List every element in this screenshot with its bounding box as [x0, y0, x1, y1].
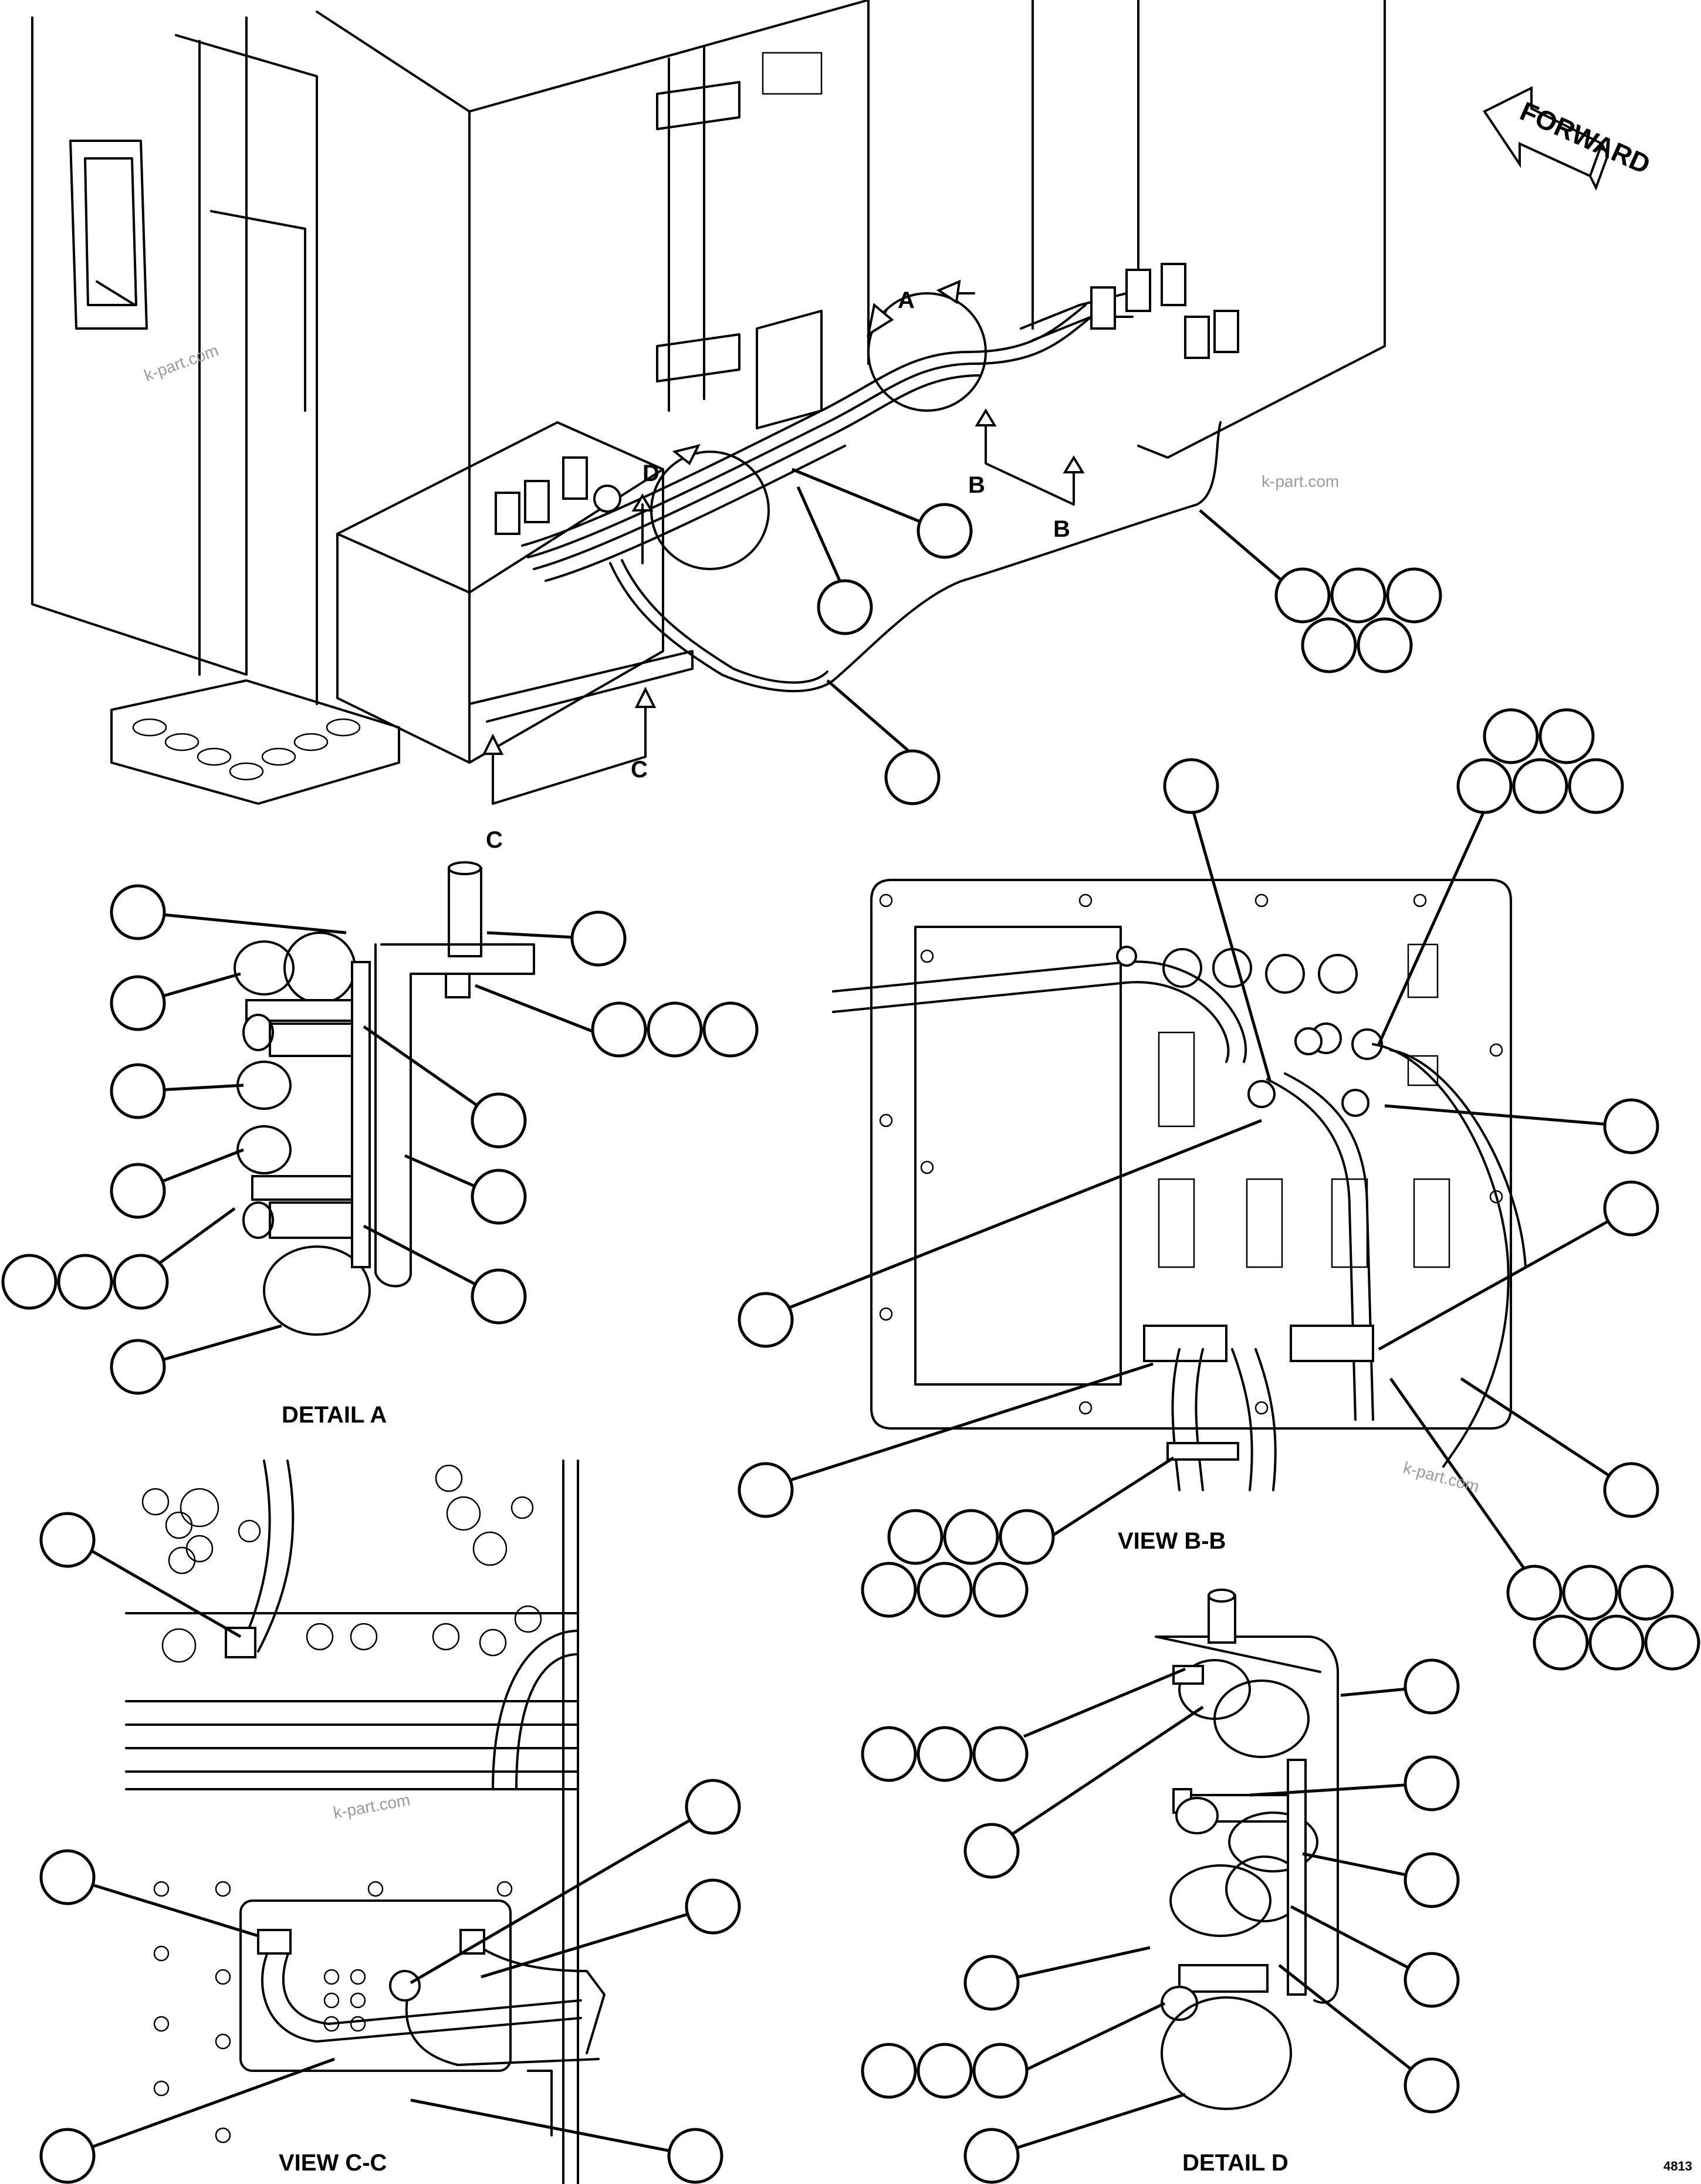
caption-view-b-b: VIEW B-B	[1118, 1528, 1226, 1554]
view-b-callouts	[738, 708, 1700, 1671]
caption-detail-a: DETAIL A	[282, 1402, 387, 1428]
detail-d: DETAIL D	[861, 1589, 1460, 2184]
section-marker-b-right: B	[1053, 516, 1070, 542]
detail-d-callouts	[861, 1658, 1460, 2184]
detail-a-callouts	[1, 884, 759, 1395]
section-marker-c-left: C	[486, 827, 503, 853]
c-lower-fasteners	[153, 1881, 513, 2144]
detail-d-circle	[650, 451, 770, 570]
view-c-c: VIEW C-C k-part.com	[39, 1460, 741, 2184]
watermark-main-1: k-part.com	[141, 341, 221, 384]
detail-a: DETAIL A	[1, 861, 759, 1428]
section-marker-d: D	[642, 460, 660, 486]
watermark-view-b: k-part.com	[1401, 1458, 1481, 1496]
forward-arrow: FORWARD	[1483, 86, 1655, 191]
main-assembly-view: A D B B C C FORWARD k-part.com k-part.co…	[31, 0, 1655, 853]
sheet-number: 4813	[1663, 2159, 1692, 2173]
section-marker-b-left: B	[968, 472, 985, 498]
view-c-callouts	[39, 1512, 741, 2184]
b-mounting-holes	[879, 893, 1503, 1415]
b-receptacles	[1158, 943, 1450, 1268]
box-connectors	[495, 456, 621, 535]
c-upper-fasteners	[141, 1464, 542, 1663]
detail-a-circle	[867, 292, 987, 412]
section-marker-c-right: C	[631, 757, 648, 783]
watermark-view-c: k-part.com	[332, 1790, 412, 1821]
caption-view-c-c: VIEW C-C	[279, 2150, 387, 2176]
view-b-b: VIEW B-B k-part.com	[738, 708, 1700, 1671]
watermark-main-2: k-part.com	[1262, 472, 1339, 490]
base-holes	[132, 718, 361, 781]
caption-detail-d: DETAIL D	[1182, 2150, 1289, 2176]
main-callouts	[792, 468, 1442, 805]
cabinet-connectors	[1090, 263, 1239, 359]
section-marker-a: A	[898, 287, 915, 313]
